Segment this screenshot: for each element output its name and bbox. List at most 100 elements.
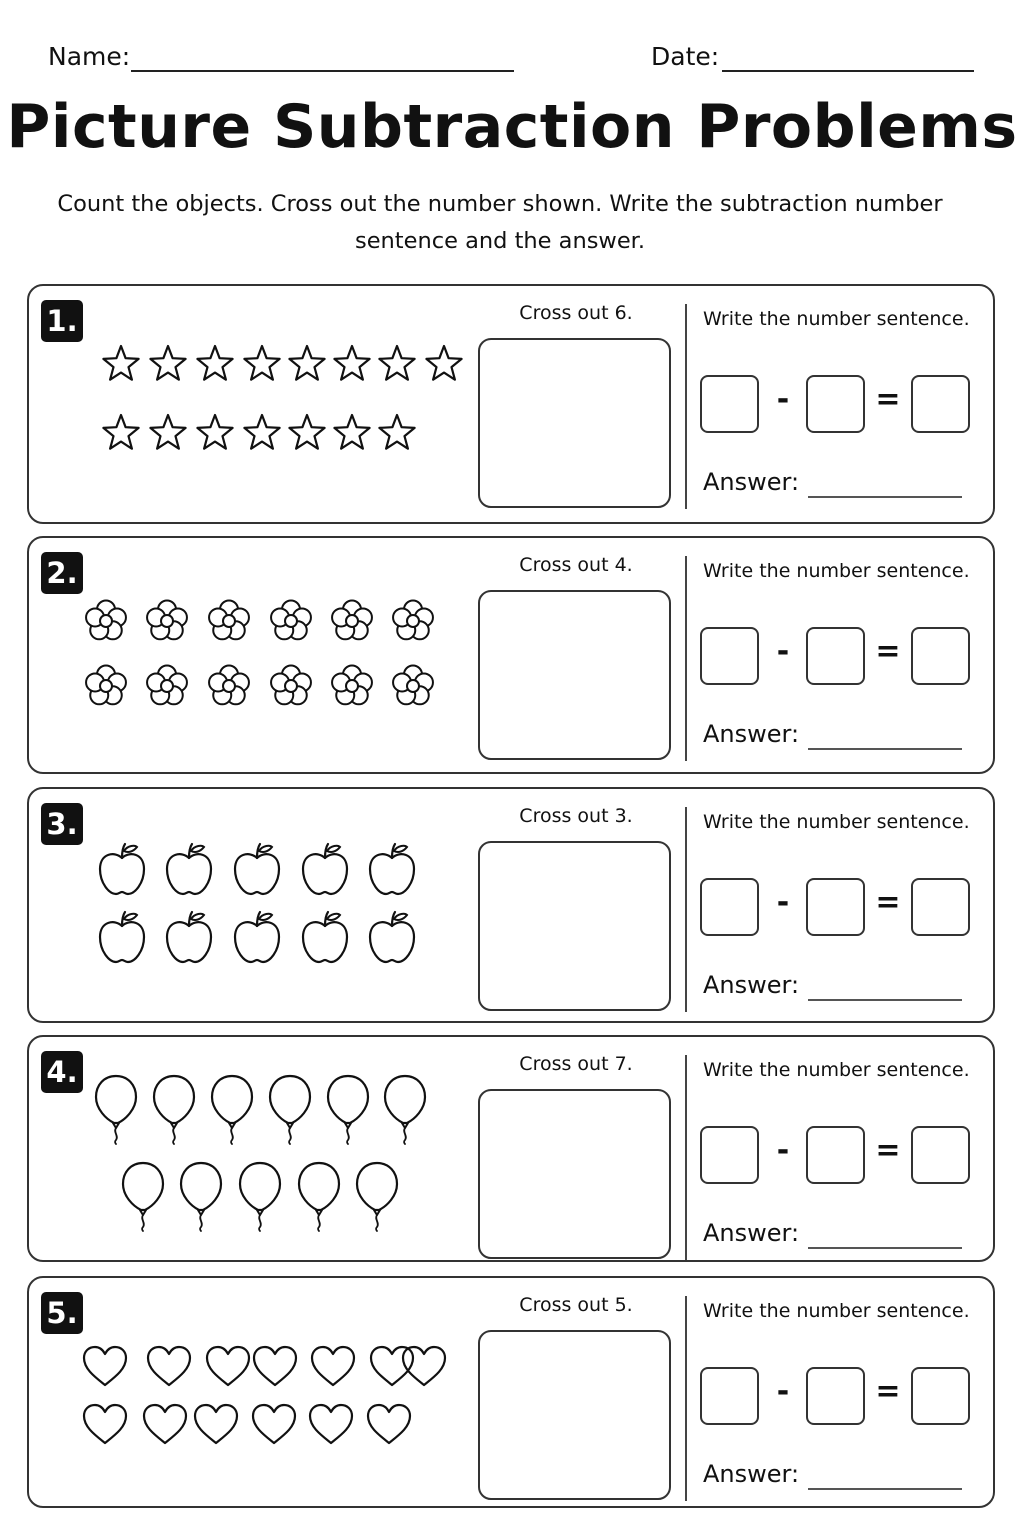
subtrahend-box[interactable] <box>806 878 865 936</box>
number-sentence-label: Write the number sentence. <box>703 1300 970 1322</box>
number-sentence-label: Write the number sentence. <box>703 1059 970 1081</box>
flower-icon <box>270 664 312 706</box>
heart-icon <box>82 1345 128 1387</box>
balloon-icon <box>326 1074 370 1145</box>
cross-out-instruction: Cross out 3. <box>519 805 633 827</box>
subtrahend-box[interactable] <box>806 1126 865 1184</box>
star-icon <box>102 413 140 450</box>
answer-label: Answer: <box>703 1460 800 1488</box>
balloon-icon <box>152 1074 196 1145</box>
cross-out-box[interactable] <box>478 338 671 508</box>
difference-box[interactable] <box>911 878 970 936</box>
minus-sign: - <box>776 1374 790 1409</box>
answer-field[interactable] <box>808 999 962 1001</box>
apple-icon <box>233 842 281 896</box>
flower-icon <box>208 599 250 641</box>
star-icon <box>425 344 463 381</box>
problem-number: 5. <box>41 1292 83 1334</box>
minuend-box[interactable] <box>700 375 759 433</box>
divider <box>685 1055 687 1260</box>
heart-icon <box>401 1345 447 1387</box>
balloon-icon <box>94 1074 138 1145</box>
instructions: Count the objects. Cross out the number … <box>57 191 943 254</box>
cross-out-instruction: Cross out 6. <box>519 302 633 324</box>
cross-out-box[interactable] <box>478 1330 671 1500</box>
answer-field[interactable] <box>808 1488 962 1490</box>
answer-field[interactable] <box>808 1247 962 1249</box>
problem-number: 4. <box>41 1051 83 1093</box>
object-group <box>29 286 479 522</box>
object-group <box>29 789 479 1021</box>
equals-sign: = <box>875 1133 901 1168</box>
star-icon <box>378 413 416 450</box>
object-group <box>29 1278 479 1506</box>
date-label: Date: <box>651 42 720 71</box>
minuend-box[interactable] <box>700 1126 759 1184</box>
minus-sign: - <box>776 1133 790 1168</box>
answer-label: Answer: <box>703 720 800 748</box>
star-icon <box>243 344 281 381</box>
balloon-icon <box>268 1074 312 1145</box>
number-sentence-label: Write the number sentence. <box>703 560 970 582</box>
cross-out-box[interactable] <box>478 590 671 760</box>
date-field[interactable] <box>722 70 974 72</box>
divider <box>685 304 687 509</box>
minuend-box[interactable] <box>700 1367 759 1425</box>
heart-icon <box>205 1345 251 1387</box>
equals-sign: = <box>875 634 901 669</box>
divider <box>685 1296 687 1501</box>
difference-box[interactable] <box>911 1126 970 1184</box>
flower-icon <box>331 664 373 706</box>
star-icon <box>333 344 371 381</box>
apple-icon <box>165 910 213 964</box>
apple-icon <box>98 842 146 896</box>
number-sentence-label: Write the number sentence. <box>703 811 970 833</box>
problem-card-2: 2. Cross out 4. Write the number sentenc… <box>27 536 995 774</box>
difference-box[interactable] <box>911 1367 970 1425</box>
cross-out-box[interactable] <box>478 841 671 1011</box>
flower-icon <box>146 664 188 706</box>
flower-icon <box>270 599 312 641</box>
subtrahend-box[interactable] <box>806 1367 865 1425</box>
balloon-icon <box>355 1161 399 1232</box>
apple-icon <box>301 842 349 896</box>
answer-field[interactable] <box>808 748 962 750</box>
heart-icon <box>82 1403 128 1445</box>
heart-icon <box>308 1403 354 1445</box>
heart-icon <box>369 1345 415 1387</box>
heart-icon <box>146 1345 192 1387</box>
subtrahend-box[interactable] <box>806 627 865 685</box>
star-icon <box>196 344 234 381</box>
star-icon <box>333 413 371 450</box>
apple-icon <box>98 910 146 964</box>
difference-box[interactable] <box>911 627 970 685</box>
cross-out-box[interactable] <box>478 1089 671 1259</box>
heart-icon <box>193 1403 239 1445</box>
flower-icon <box>392 664 434 706</box>
difference-box[interactable] <box>911 375 970 433</box>
problem-number: 3. <box>41 803 83 845</box>
flower-icon <box>85 599 127 641</box>
problem-card-5: 5. Cross out 5. Write the number sentenc… <box>27 1276 995 1508</box>
problem-card-1: 1. Cross out 6. Write the number sentenc… <box>27 284 995 524</box>
problem-number: 1. <box>41 300 83 342</box>
subtrahend-box[interactable] <box>806 375 865 433</box>
cross-out-instruction: Cross out 5. <box>519 1294 633 1316</box>
object-group <box>29 1037 479 1260</box>
answer-field[interactable] <box>808 496 962 498</box>
flower-icon <box>146 599 188 641</box>
answer-label: Answer: <box>703 971 800 999</box>
balloon-icon <box>383 1074 427 1145</box>
star-icon <box>288 344 326 381</box>
minuend-box[interactable] <box>700 627 759 685</box>
balloon-icon <box>179 1161 223 1232</box>
problem-card-3: 3. Cross out 3. Write the number sentenc… <box>27 787 995 1023</box>
minus-sign: - <box>776 885 790 920</box>
minuend-box[interactable] <box>700 878 759 936</box>
equals-sign: = <box>875 382 901 417</box>
name-field[interactable] <box>131 70 514 72</box>
flower-icon <box>208 664 250 706</box>
flower-icon <box>331 599 373 641</box>
cross-out-instruction: Cross out 7. <box>519 1053 633 1075</box>
balloon-icon <box>297 1161 341 1232</box>
